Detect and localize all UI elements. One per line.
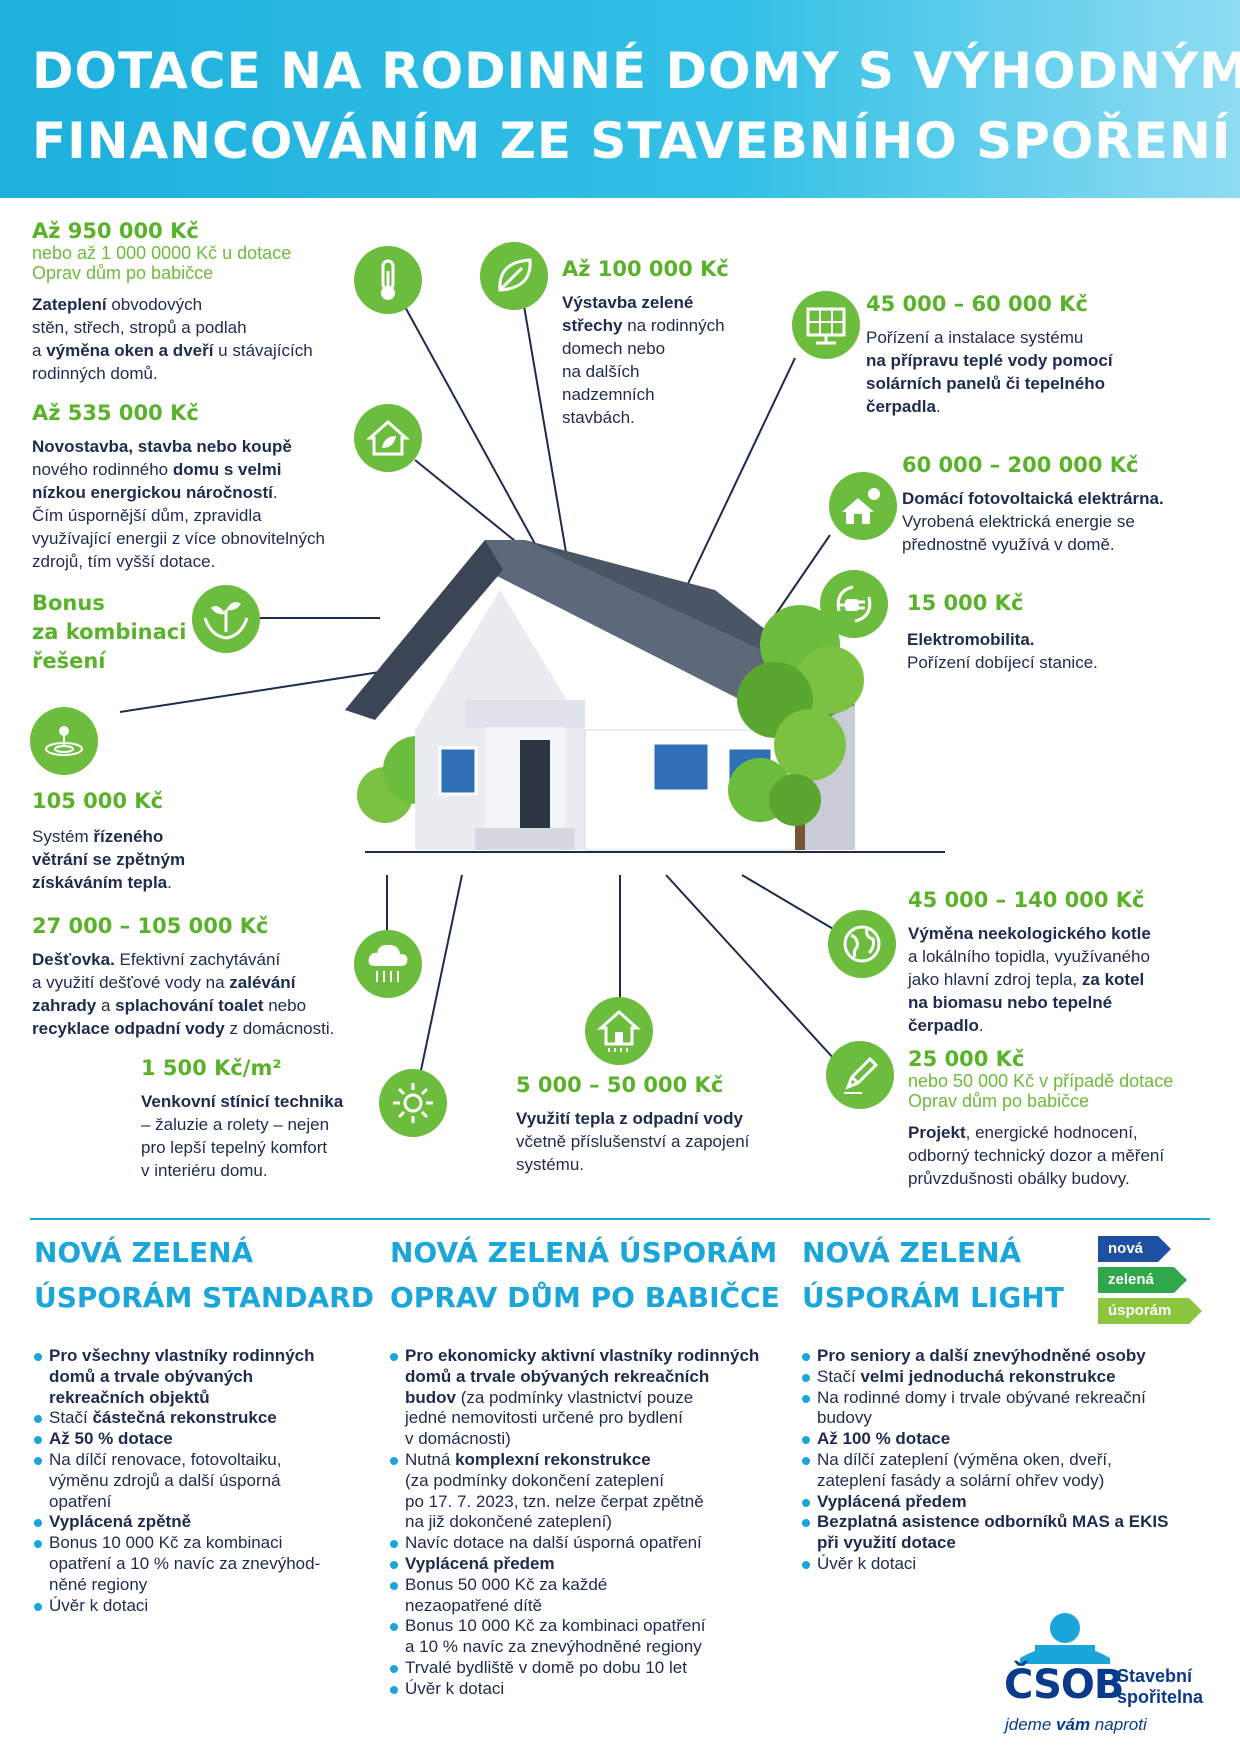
air-drop-icon bbox=[30, 707, 98, 775]
amount-boiler: 45 000 – 140 000 Kč bbox=[908, 888, 1145, 912]
item-boiler: 45 000 – 140 000 Kč Výměna neekologickéh… bbox=[908, 888, 1151, 1037]
leaf-icon bbox=[480, 242, 548, 310]
amount-emobility: 15 000 Kč bbox=[907, 591, 1024, 615]
line-greenroof bbox=[522, 299, 568, 559]
house-heat-icon bbox=[585, 997, 653, 1065]
eco-house-icon bbox=[354, 404, 422, 472]
program-babicka-list: Pro ekonomicky aktivní vlastníky rodinný… bbox=[390, 1346, 790, 1700]
line-boiler bbox=[741, 874, 836, 931]
line-insulation bbox=[403, 304, 541, 554]
item-emobility: 15 000 Kč Elektromobilita. Pořízení dobí… bbox=[907, 591, 1098, 674]
nzu-logo: nová zelená úsporám bbox=[1098, 1236, 1203, 1328]
hands-plant-icon bbox=[192, 585, 260, 653]
amount-wasteheat: 5 000 – 50 000 Kč bbox=[516, 1073, 724, 1097]
amount-rainwater: 27 000 – 105 000 Kč bbox=[32, 914, 269, 938]
flag-zelena: zelená bbox=[1098, 1267, 1187, 1293]
program-standard: NOVÁ ZELENÁ ÚSPORÁM STANDARD Pro všechny… bbox=[34, 1230, 374, 1616]
amount-newbuild: Až 535 000 Kč bbox=[32, 401, 199, 425]
house-illustration bbox=[345, 540, 945, 853]
line-ventilation bbox=[119, 671, 381, 713]
desc-ventilation: Systém řízeného větrání se zpětným získá… bbox=[32, 827, 186, 892]
item-pv: 60 000 – 200 000 Kč Domácí fotovoltaická… bbox=[902, 453, 1164, 556]
desc-emobility: Elektromobilita. Pořízení dobíjecí stani… bbox=[907, 630, 1098, 672]
thermometer-icon bbox=[354, 246, 422, 314]
csob-brand: ČSOB bbox=[1004, 1662, 1124, 1708]
desc-insulation: Zateplení obvodových stěn, střech, strop… bbox=[32, 295, 313, 383]
plug-icon bbox=[820, 570, 888, 638]
house-sun-icon bbox=[829, 472, 897, 540]
flag-usporam: úsporám bbox=[1098, 1298, 1202, 1324]
bonus-label: Bonus za kombinaci řešení bbox=[32, 591, 187, 673]
page-title-line1: DOTACE NA RODINNÉ DOMY S VÝHODNÝM bbox=[32, 42, 1240, 100]
program-standard-title: NOVÁ ZELENÁ ÚSPORÁM STANDARD bbox=[34, 1236, 374, 1314]
sub-project-1: nebo 50 000 Kč v případě dotace bbox=[908, 1071, 1174, 1091]
item-ventilation: 105 000 Kč Systém řízeného větrání se zp… bbox=[32, 789, 185, 894]
amount-solar: 45 000 – 60 000 Kč bbox=[866, 292, 1088, 316]
rain-cloud-icon bbox=[354, 930, 422, 998]
program-light-title: NOVÁ ZELENÁ ÚSPORÁM LIGHT bbox=[802, 1236, 1064, 1314]
amount-insulation: Až 950 000 Kč bbox=[32, 219, 199, 243]
connector-lines bbox=[119, 299, 836, 1076]
desc-rainwater: Dešťovka. Efektivní zachytávání a využit… bbox=[32, 950, 335, 1038]
desc-solar: Pořízení a instalace systému na přípravu… bbox=[866, 328, 1113, 416]
desc-boiler: Výměna neekologického kotle a lokálního … bbox=[908, 924, 1151, 1035]
pencil-icon bbox=[826, 1041, 894, 1109]
amount-shading: 1 500 Kč/m² bbox=[141, 1056, 282, 1080]
flag-nova: nová bbox=[1098, 1236, 1171, 1262]
header-banner: DOTACE NA RODINNÉ DOMY S VÝHODNÝM FINANC… bbox=[0, 0, 1240, 198]
program-babicka-title: NOVÁ ZELENÁ ÚSPORÁM OPRAV DŮM PO BABIČCE bbox=[390, 1236, 780, 1314]
sub-project-2: Oprav dům po babičce bbox=[908, 1091, 1090, 1111]
program-babicka: NOVÁ ZELENÁ ÚSPORÁM OPRAV DŮM PO BABIČCE… bbox=[390, 1230, 790, 1700]
item-newbuild: Až 535 000 Kč Novostavba, stavba nebo ko… bbox=[32, 401, 325, 573]
item-rainwater: 27 000 – 105 000 Kč Dešťovka. Efektivní … bbox=[32, 914, 334, 1040]
desc-project: Projekt, energické hodnocení, odborný te… bbox=[908, 1123, 1165, 1188]
desc-wasteheat: Využití tepla z odpadní vody včetně přís… bbox=[516, 1109, 750, 1174]
item-wasteheat: 5 000 – 50 000 Kč Využití tepla z odpadn… bbox=[516, 1073, 749, 1176]
desc-shading: Venkovní stínicí technika – žaluzie a ro… bbox=[141, 1092, 344, 1180]
line-shading bbox=[419, 874, 463, 1076]
amount-ventilation: 105 000 Kč bbox=[32, 789, 164, 813]
program-light: NOVÁ ZELENÁ ÚSPORÁM LIGHT Pro seniory a … bbox=[802, 1230, 1212, 1575]
program-light-list: Pro seniory a další znevýhodněné osoby S… bbox=[802, 1346, 1212, 1575]
sun-icon bbox=[379, 1069, 447, 1137]
line-solar bbox=[684, 357, 796, 591]
sub-insulation-1: nebo až 1 000 0000 Kč u dotace bbox=[32, 243, 292, 263]
csob-symbol-icon bbox=[1020, 1613, 1110, 1664]
desc-pv: Domácí fotovoltaická elektrárna. Vyroben… bbox=[902, 489, 1164, 554]
item-solar: 45 000 – 60 000 Kč Pořízení a instalace … bbox=[866, 292, 1113, 418]
globe-icon bbox=[828, 910, 896, 978]
sub-insulation-2: Oprav dům po babičce bbox=[32, 263, 214, 283]
page-title-line2: FINANCOVÁNÍM ZE STAVEBNÍHO SPOŘENÍ bbox=[32, 112, 1232, 170]
amount-pv: 60 000 – 200 000 Kč bbox=[902, 453, 1139, 477]
desc-newbuild: Novostavba, stavba nebo koupě nového rod… bbox=[32, 437, 325, 571]
amount-project: 25 000 Kč bbox=[908, 1047, 1025, 1071]
section-divider bbox=[30, 1218, 1210, 1220]
item-greenroof: Až 100 000 Kč Výstavba zelené střechy na… bbox=[562, 257, 729, 429]
desc-greenroof: Výstavba zelené střechy na rodinných dom… bbox=[562, 293, 725, 427]
amount-greenroof: Až 100 000 Kč bbox=[562, 257, 729, 281]
line-project bbox=[665, 874, 836, 1061]
item-shading: 1 500 Kč/m² Venkovní stínicí technika – … bbox=[141, 1056, 343, 1182]
item-insulation: Až 950 000 Kč nebo až 1 000 0000 Kč u do… bbox=[32, 219, 313, 385]
csob-slogan: jdeme vám naproti bbox=[1005, 1715, 1147, 1734]
solar-panel-icon bbox=[792, 291, 860, 359]
item-project: 25 000 Kč nebo 50 000 Kč v případě dotac… bbox=[908, 1047, 1173, 1190]
